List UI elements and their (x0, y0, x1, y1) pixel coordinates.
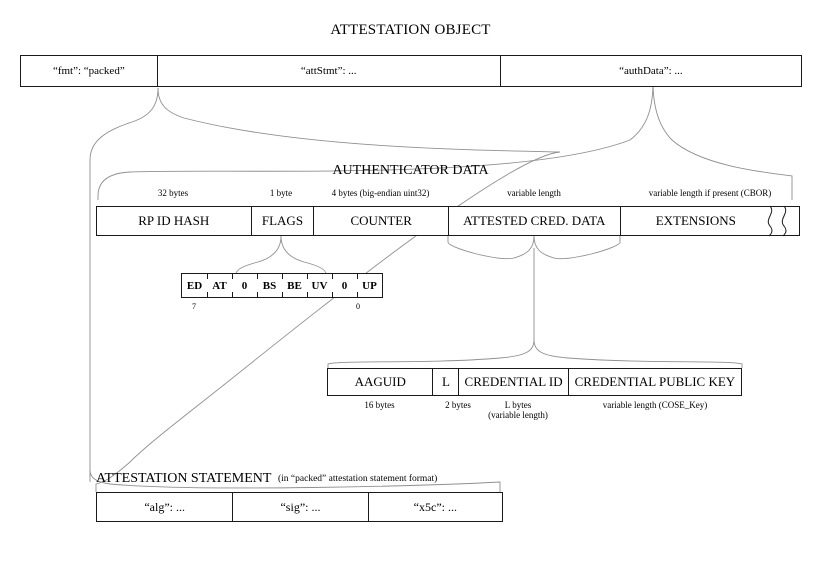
connector-flags-left (235, 235, 282, 275)
connector-attstmt-trunk (89, 87, 159, 482)
field-alg[interactable]: “alg”: ... (144, 499, 185, 514)
connector-authdata-right (652, 81, 793, 200)
field-counter[interactable]: COUNTER (313, 207, 448, 235)
size-label-extensions: variable length if present (CBOR) (648, 188, 772, 198)
flag-bit-index-high: 7 (192, 302, 196, 311)
size-label-counter: 4 bytes (big-endian uint32) (331, 188, 430, 198)
flag-bit-index-low: 0 (356, 302, 360, 311)
field-credential-id[interactable]: CREDENTIAL ID (458, 369, 567, 395)
flag-bit-bs[interactable]: BS (257, 274, 282, 297)
size-label-aaguid: 16 bytes (364, 400, 395, 410)
field-l[interactable]: L (432, 369, 458, 395)
field-rp-id-hash[interactable]: RP ID HASH (138, 213, 210, 228)
field-extensions[interactable]: EXTENSIONS (619, 207, 772, 235)
connector-acd-upright (533, 235, 621, 260)
authenticator-data-title: AUTHENTICATOR DATA (332, 163, 489, 178)
connector-attstmt-arc (157, 87, 561, 153)
field-credential-public-key[interactable]: CREDENTIAL PUBLIC KEY (567, 369, 741, 395)
connector-authdata-left (97, 81, 654, 200)
size-label-credential-id: L bytes(variable length) (488, 400, 548, 421)
flag-bit-rfu2[interactable]: 0 (232, 274, 257, 297)
size-label-flags: 1 byte (269, 188, 293, 198)
field-authdata[interactable]: “authData”: ... (499, 56, 801, 86)
flag-bit-up[interactable]: UP (357, 274, 382, 297)
field-flags[interactable]: FLAGS (250, 207, 314, 235)
flag-bit-ed[interactable]: ED (186, 279, 203, 292)
field-aaguid[interactable]: AAGUID (354, 374, 406, 389)
flag-bit-at[interactable]: AT (207, 274, 232, 297)
break-marker-icon (767, 205, 787, 237)
attestation-statement-subtitle: (in “packed” attestation statement forma… (278, 474, 438, 484)
size-label-rpidhash: 32 bytes (157, 188, 189, 198)
field-sig[interactable]: “sig”: ... (232, 493, 367, 521)
attestation-statement-title: ATTESTATION STATEMENT (96, 471, 272, 486)
field-fmt[interactable]: “fmt”: “packed” (52, 65, 125, 77)
flags-byte-box: ED AT 0 BS BE UV 0 UP (181, 273, 383, 298)
field-attested-cred-data[interactable]: ATTESTED CRED. DATA (448, 207, 620, 235)
size-label-attested-cred-data: variable length (507, 188, 561, 198)
attested-credential-data-row: AAGUID L CREDENTIAL ID CREDENTIAL PUBLIC… (327, 368, 742, 396)
page-title: ATTESTATION OBJECT (330, 22, 491, 38)
size-label-l: 2 bytes (445, 400, 471, 410)
field-attstmt[interactable]: “attStmt”: ... (156, 56, 500, 86)
size-label-credential-public-key: variable length (COSE_Key) (602, 400, 708, 410)
attestation-object-row: “fmt”: “packed” “attStmt”: ... “authData… (20, 55, 802, 87)
flag-bit-uv[interactable]: UV (307, 274, 332, 297)
connector-acd-downleft (327, 339, 535, 368)
flag-bit-rfu1[interactable]: 0 (332, 274, 357, 297)
connector-acd-downright (533, 339, 743, 368)
flag-bit-be[interactable]: BE (282, 274, 307, 297)
connector-flags-right (280, 235, 327, 275)
attestation-statement-row: “alg”: ... “sig”: ... “x5c”: ... (96, 492, 503, 522)
authenticator-data-row: RP ID HASH FLAGS COUNTER ATTESTED CRED. … (96, 206, 800, 236)
field-x5c[interactable]: “x5c”: ... (367, 493, 502, 521)
connector-attstmt-descend (95, 151, 561, 492)
connector-acd-upleft (447, 235, 535, 260)
